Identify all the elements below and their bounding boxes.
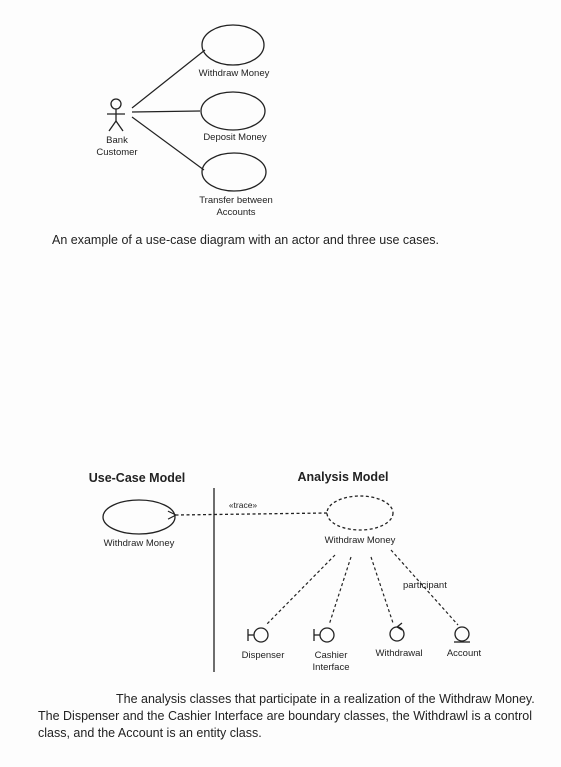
use-case-withdraw-label: Withdraw Money [199, 68, 270, 79]
trace-dependency [176, 513, 328, 515]
actor-head [110, 98, 122, 110]
participant-dependencies [265, 549, 459, 626]
entity-class-account-icon [454, 626, 470, 643]
caption-use-case-diagram: An example of a use-case diagram with an… [52, 233, 440, 247]
dependency-dispenser [265, 554, 336, 626]
actor-bank-customer [107, 98, 125, 132]
analysis-model-title: Analysis Model [298, 470, 389, 484]
cashier-label-line2: Interface [313, 662, 350, 673]
boundary-class-dispenser-icon [247, 627, 269, 643]
use-case-withdraw-money [201, 24, 265, 66]
use-case-withdraw-money-2 [102, 499, 176, 535]
actor-left-leg [108, 120, 117, 132]
associations [131, 49, 206, 171]
association-withdraw [131, 49, 206, 109]
actor-label-line2: Customer [96, 147, 137, 158]
use-case-transfer-label-line2: Accounts [216, 207, 255, 218]
realization-withdraw-money [326, 495, 394, 531]
dispenser-label: Dispenser [242, 650, 285, 661]
caption-analysis-classes: The analysis classes that participate in… [38, 692, 535, 740]
participant-label: participant [403, 580, 447, 591]
account-label: Account [447, 648, 482, 659]
boundary-class-cashier-icon [313, 627, 335, 643]
use-case-deposit-label: Deposit Money [203, 132, 267, 143]
association-transfer [131, 116, 205, 171]
control-class-withdrawal-icon [389, 622, 405, 642]
dependency-cashier [328, 556, 352, 626]
association-deposit [131, 110, 201, 113]
actor-label-line1: Bank [106, 135, 128, 146]
use-case-withdraw-label-2: Withdraw Money [104, 538, 175, 549]
dependency-withdrawal [370, 556, 394, 624]
withdrawal-label: Withdrawal [376, 648, 423, 659]
use-case-model-title: Use-Case Model [89, 471, 186, 485]
trace-stereotype: «trace» [229, 500, 258, 510]
actor-right-leg [115, 120, 124, 132]
use-case-transfer-label-line1: Transfer between [199, 195, 273, 206]
use-case-transfer [201, 152, 267, 192]
cashier-label-line1: Cashier [315, 650, 348, 661]
dependency-account [390, 549, 459, 626]
realization-label: Withdraw Money [325, 535, 396, 546]
use-case-deposit-money [200, 91, 266, 131]
